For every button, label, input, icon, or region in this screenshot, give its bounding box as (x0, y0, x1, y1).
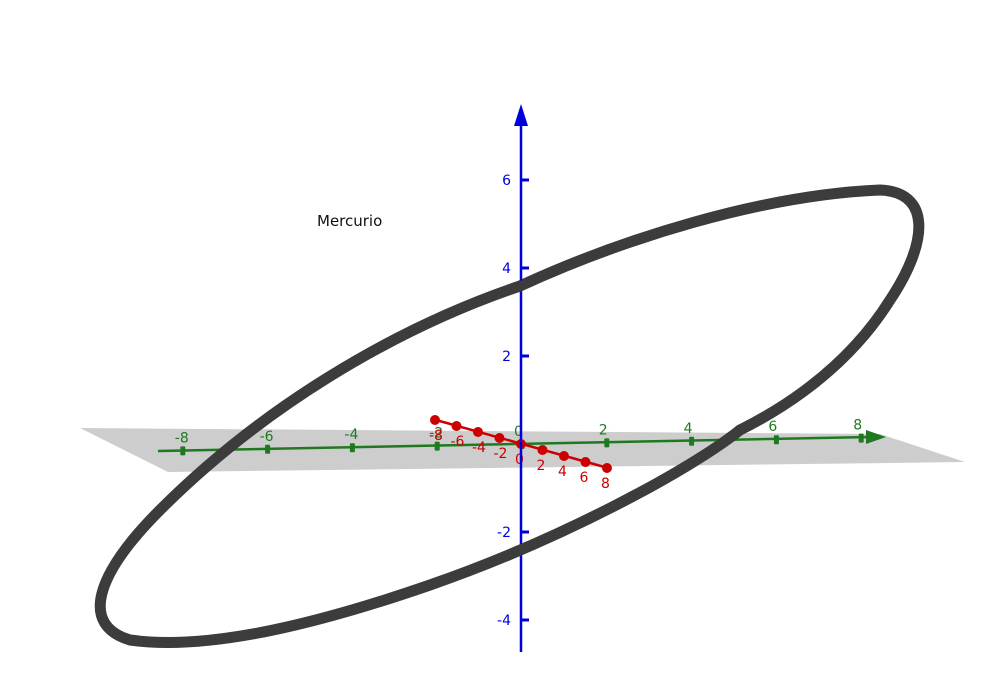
y-axis-tick (858, 433, 864, 443)
y-axis-tick-label: 2 (599, 422, 608, 438)
y-axis-tick (773, 435, 779, 445)
x-axis-tick-label: 4 (558, 464, 567, 480)
z-axis-arrowhead (514, 104, 528, 126)
y-axis-tick-label: 4 (684, 421, 693, 437)
y-axis-tick (265, 444, 271, 454)
y-axis-tick-label: 6 (768, 419, 777, 435)
y-axis-tick-label: -6 (260, 429, 274, 445)
y-axis[interactable]: -8 -6 -4 -2 0 2 4 6 8 (157, 418, 886, 456)
x-axis-tick (602, 463, 612, 473)
x-axis-tick (430, 415, 440, 425)
y-axis-tick (180, 446, 186, 456)
orbit-mercurio-back[interactable] (514, 184, 925, 436)
x-axis-tick-label: 8 (601, 476, 610, 492)
x-axis-tick (494, 433, 505, 443)
x-axis-tick (559, 451, 569, 461)
y-axis-tick-label: -8 (175, 430, 189, 446)
z-axis-tick-label: 2 (502, 349, 511, 365)
x-axis-tick (537, 445, 548, 455)
y-axis-tick-label: 8 (853, 418, 862, 434)
z-axis-tick-label: 4 (502, 261, 511, 277)
x-axis-tick-label: 2 (537, 458, 546, 474)
z-axis-tick-label: -2 (497, 525, 511, 541)
z-axis-tick-label: -4 (497, 613, 511, 629)
y-axis-arrowhead (866, 430, 886, 444)
x-axis-tick-label: 0 (515, 452, 524, 468)
x-axis-tick (580, 457, 591, 467)
y-axis-tick (349, 443, 355, 453)
z-axis-tick-label: 6 (502, 173, 511, 189)
y-axis-tick-label: -2 (429, 426, 443, 442)
x-axis-tick-label: -6 (451, 434, 465, 450)
x-axis-tick (473, 427, 483, 437)
y-axis-tick-label: 0 (514, 424, 523, 440)
orbit-mercurio-front[interactable] (94, 280, 746, 649)
x-axis-tick (451, 421, 462, 431)
x-axis-tick-label: -2 (494, 446, 508, 462)
x-axis-tick-label: -4 (472, 440, 486, 456)
y-axis-tick (604, 438, 610, 448)
y-axis-tick-label: -4 (344, 427, 358, 443)
z-axis[interactable]: -4 -2 2 4 6 (497, 104, 529, 652)
y-axis-tick (434, 441, 440, 451)
y-axis-tick (689, 436, 695, 446)
x-axis-tick-label: -8 (429, 428, 443, 444)
x-axis-tick-label: 6 (580, 470, 589, 486)
orbit-label-mercurio: Mercurio (317, 212, 382, 230)
